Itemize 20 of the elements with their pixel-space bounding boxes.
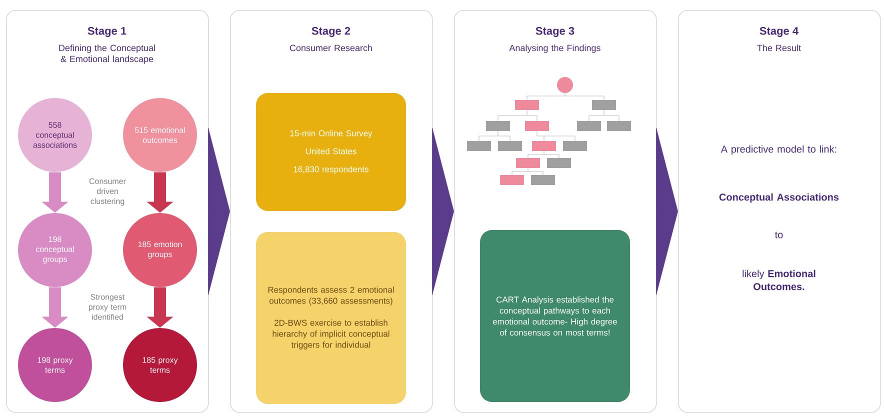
- stage-subtitle: Analysing the Findings: [509, 44, 600, 53]
- stage-subtitle: The Result: [757, 44, 801, 52]
- chevron-arrow: [432, 128, 454, 296]
- info-box: Respondents assess 2 emotional outcomes (33,660 assessments) 2D-BWS exercise to establish hierarchy of implicit conceptual triggers for individual: [256, 232, 406, 404]
- result-text: to: [774, 232, 783, 238]
- stage-title: Stage 2: [312, 27, 350, 37]
- result-text: Conceptual Associations: [719, 193, 839, 203]
- stage-subtitle: Consumer Research: [290, 44, 372, 52]
- result-text: likely Emotional Outcomes.: [742, 270, 816, 290]
- stage-title: Stage 3: [536, 27, 574, 37]
- info-box: CART Analysis established the conceptual pathways to each emotional outcome- High degree of consensus on most terms!: [480, 230, 630, 402]
- result-text: A predictive model to link:: [720, 145, 836, 155]
- stage-title: Stage 4: [760, 27, 798, 37]
- stage-title: Stage 1: [88, 27, 126, 37]
- chevron-arrow: [656, 128, 678, 296]
- annotation-text: Strongest proxy term identified: [88, 294, 126, 320]
- stage-subtitle: Defining the Conceptual & Emotional landscape: [59, 44, 155, 64]
- info-box: 15-min Online Survey United States 16,830 respondents: [256, 93, 406, 211]
- annotation-text: Consumer driven clustering: [89, 178, 126, 206]
- chevron-arrow: [208, 128, 230, 296]
